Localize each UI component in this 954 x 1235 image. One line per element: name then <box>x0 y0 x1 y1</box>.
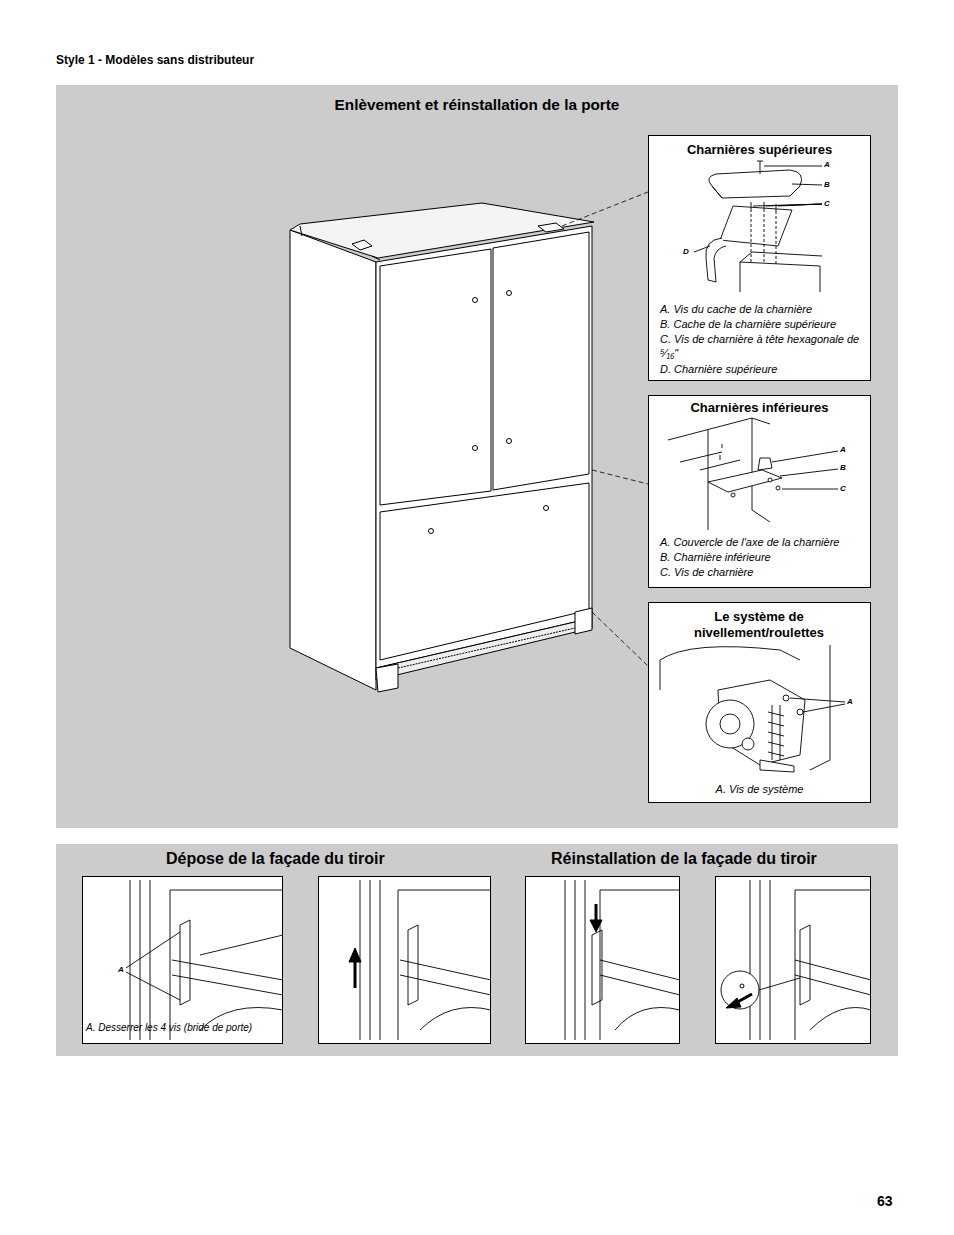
callout-letter: A <box>840 446 846 454</box>
arrows <box>349 904 752 1008</box>
callout-letter: B <box>840 464 846 472</box>
figure-box: Le système de nivellement/roulettes A. Vi… <box>648 602 871 803</box>
part-legend: A. Vis du cache de la charnière <box>660 303 865 317</box>
figure-box: A. Desserrer les 4 vis (bride de porte) <box>82 876 283 1044</box>
figure-caption: A. Desserrer les 4 vis (bride de porte) <box>86 1022 280 1035</box>
page-number: 63 <box>877 1194 893 1208</box>
grey-panel <box>56 85 898 828</box>
box-heading: Le système de nivellement/roulettes <box>674 609 844 642</box>
part-legend: B. Charnière inférieure <box>660 551 868 565</box>
page-header: Style 1 - Modèles sans distributeur <box>56 53 254 68</box>
lower-hinge-figure <box>668 418 838 530</box>
part-legend: A. Couvercle de l'axe de la charnière <box>660 536 868 550</box>
drawer-figures <box>126 880 871 1040</box>
box-heading: Charnières supérieures <box>652 142 867 158</box>
part-legend: D. Charnière supérieure <box>660 363 865 377</box>
figure-box: Charnières supérieures A. Vis du cache de… <box>648 135 871 381</box>
callout-letter: A <box>847 698 853 706</box>
upper-hinge-figure <box>694 161 822 292</box>
figure-box: Charnières inférieures A. Couvercle de l'… <box>648 395 871 588</box>
callout-letter: A <box>824 161 830 169</box>
panel-heading: Réinstallation de la façade du tiroir <box>551 849 871 869</box>
callout-letter: D <box>683 248 689 256</box>
part-legend: A. Vis de système <box>652 783 867 797</box>
grey-panel <box>56 844 898 1056</box>
part-legend: B. Cache de la charnière supérieure <box>660 318 865 332</box>
panel-band: Charnières supérieures A. Vis du cache de… <box>56 85 898 828</box>
refrigerator <box>290 203 594 692</box>
callout-letter: C <box>840 485 846 493</box>
callout-letter: B <box>824 181 830 189</box>
callout-letter: C <box>824 200 830 208</box>
panel-heading: Enlèvement et réinstallation de la porte <box>56 95 898 114</box>
part-legend: C. Vis de charnière <box>660 566 868 580</box>
roller-figure <box>660 645 845 772</box>
part-legend: C. Vis de charnière à tête hexagonale de… <box>660 333 865 361</box>
callout-letter: A <box>118 966 124 974</box>
panel-heading: Dépose de la façade du tiroir <box>166 849 436 869</box>
panel-band: A. Desserrer les 4 vis (bride de porte) D… <box>56 844 898 1056</box>
box-heading: Charnières inférieures <box>652 400 867 416</box>
